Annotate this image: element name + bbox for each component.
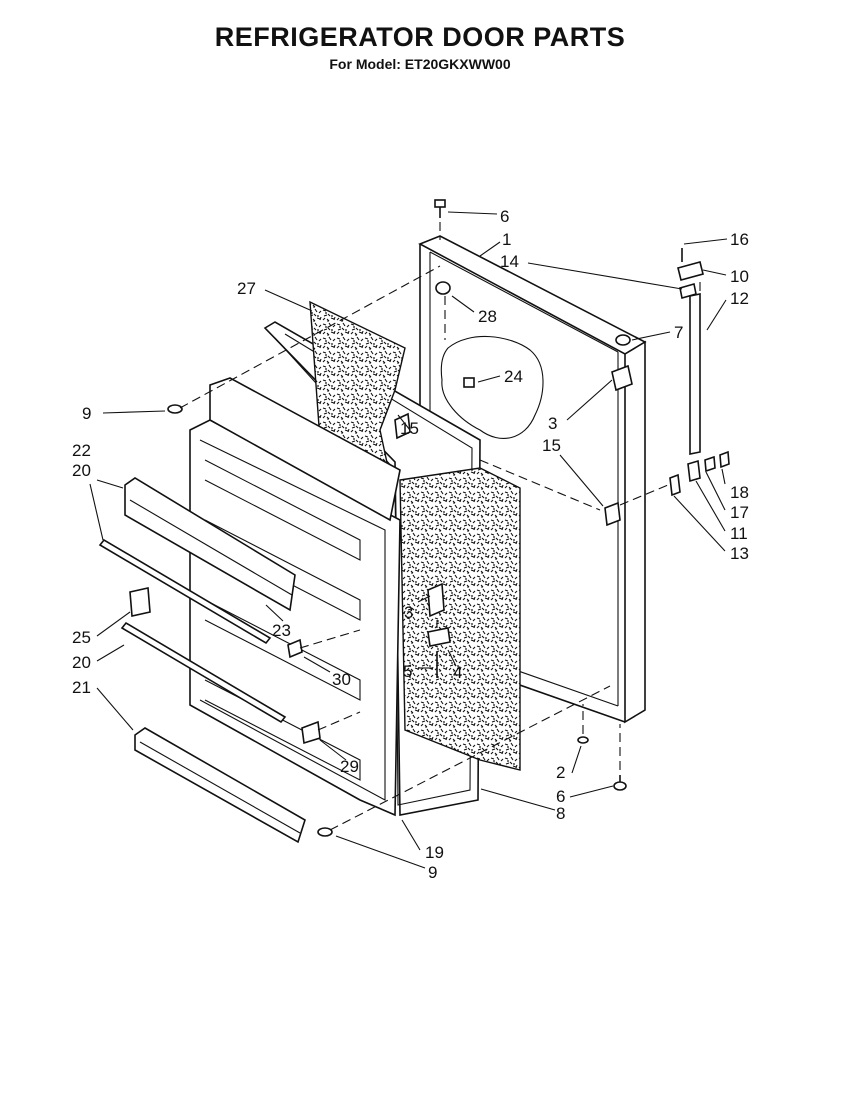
- door-bar-20-lower: [120, 621, 287, 724]
- callout-8: 8: [556, 804, 565, 823]
- insulation-patch: [440, 336, 544, 439]
- hinge-3-lower: [427, 582, 445, 618]
- callout-21: 21: [72, 678, 91, 697]
- callout-20-lower: 20: [72, 653, 91, 672]
- callout-18: 18: [730, 483, 749, 502]
- callout-1: 1: [502, 230, 511, 249]
- callout-20-upper: 20: [72, 461, 91, 480]
- screw-17: [704, 455, 716, 473]
- callout-27: 27: [237, 279, 256, 298]
- foam-insulation-middle: [399, 467, 521, 771]
- callout-30: 30: [332, 670, 351, 689]
- rod-12: [689, 293, 701, 455]
- callout-23: 23: [272, 621, 291, 640]
- callout-5: 5: [403, 662, 412, 681]
- model-subtitle: For Model: ET20GKXWW00: [329, 56, 511, 72]
- door-shelf-21: [134, 727, 306, 844]
- callout-14: 14: [500, 252, 519, 271]
- callout-13: 13: [730, 544, 749, 563]
- bracket-15-upper: [394, 412, 411, 440]
- callout-15-side: 15: [542, 436, 561, 455]
- page-title: REFRIGERATOR DOOR PARTS: [214, 22, 626, 52]
- bracket-10: [677, 261, 704, 281]
- callout-24: 24: [504, 367, 523, 386]
- bracket-11: [687, 459, 701, 483]
- part-25-clip: [129, 587, 151, 617]
- part-24: [463, 377, 475, 388]
- callout-6-bottom: 6: [556, 787, 565, 806]
- callout-16: 16: [730, 230, 749, 249]
- hinge-4: [427, 627, 451, 647]
- screw-6-top: [434, 199, 446, 218]
- hinge-15-side: [604, 501, 621, 527]
- part-30-clip: [287, 638, 303, 659]
- callout-17: 17: [730, 503, 749, 522]
- callout-15-upper: 15: [400, 419, 419, 438]
- callout-3-upper: 3: [548, 414, 557, 433]
- callout-22: 22: [72, 441, 91, 460]
- callout-2: 2: [556, 763, 565, 782]
- callout-9-bottom: 9: [428, 863, 437, 882]
- door-shelf-22: [124, 477, 296, 612]
- bracket-13: [669, 473, 681, 497]
- callout-29: 29: [340, 757, 359, 776]
- callout-19: 19: [425, 843, 444, 862]
- hinge-3-upper: [611, 364, 633, 392]
- callout-3-lower: 3: [404, 603, 413, 622]
- screw-18: [719, 450, 730, 469]
- leader-lines: [89, 211, 728, 869]
- callout-6-top: 6: [500, 207, 509, 226]
- screw-9-bottom: [317, 827, 333, 837]
- door-bar-20-upper: [98, 538, 272, 645]
- callout-labels: 6 1 16 14 10 27 12 28 7 24 9 3 15 15 22 …: [72, 207, 749, 882]
- callout-9-left: 9: [82, 404, 91, 423]
- bushing-28: [435, 281, 451, 295]
- callout-11: 11: [730, 524, 748, 543]
- screw-6-bottom: [613, 775, 627, 791]
- callout-25: 25: [72, 628, 91, 647]
- inner-door-liner: [189, 377, 401, 817]
- bushing-2: [577, 736, 589, 744]
- callout-12: 12: [730, 289, 749, 308]
- callout-10: 10: [730, 267, 749, 286]
- callout-28: 28: [478, 307, 497, 326]
- screw-9-left: [167, 404, 183, 414]
- callout-7: 7: [674, 323, 683, 342]
- part-29-clip: [301, 720, 321, 745]
- callout-4: 4: [453, 663, 462, 682]
- bushing-7: [615, 334, 631, 346]
